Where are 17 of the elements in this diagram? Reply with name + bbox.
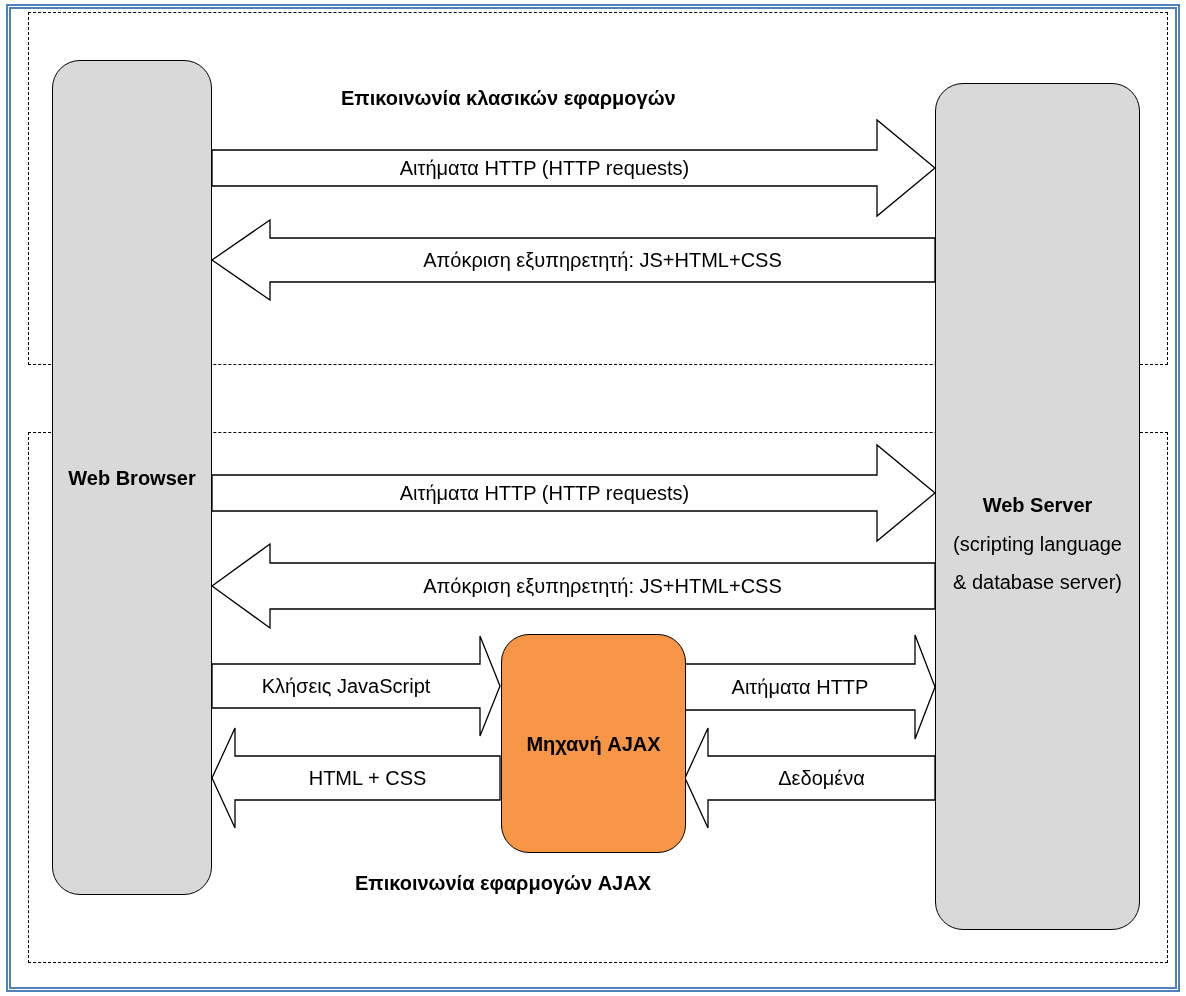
node-title: Web Server	[981, 493, 1094, 518]
rounded-box	[52, 60, 212, 895]
rounded-box	[501, 634, 686, 853]
edge-label: Κλήσεις JavaScript	[261, 675, 431, 697]
dashed-region	[28, 432, 1168, 963]
edge-label: Αιτήματα HTTP	[731, 676, 869, 698]
region-heading: Επικοινωνία εφαρμογών AJAX	[355, 872, 651, 895]
node-title: Μηχανή AJAX	[525, 731, 662, 757]
rounded-box	[935, 83, 1140, 930]
edge-label: Απόκριση εξυπηρετητή: JS+HTML+CSS	[423, 575, 782, 597]
edge-label: Δεδομένα	[778, 767, 865, 789]
region-heading: Επικοινωνία κλασικών εφαρμογών	[341, 87, 676, 110]
edge-label: Αιτήματα HTTP (HTTP requests)	[399, 157, 690, 179]
edge-label: Αιτήματα HTTP (HTTP requests)	[399, 482, 690, 504]
node-title: Web Browser	[67, 465, 197, 491]
node-description: (scripting language & database server)	[952, 532, 1123, 595]
edge-label: Απόκριση εξυπηρετητή: JS+HTML+CSS	[423, 249, 782, 271]
